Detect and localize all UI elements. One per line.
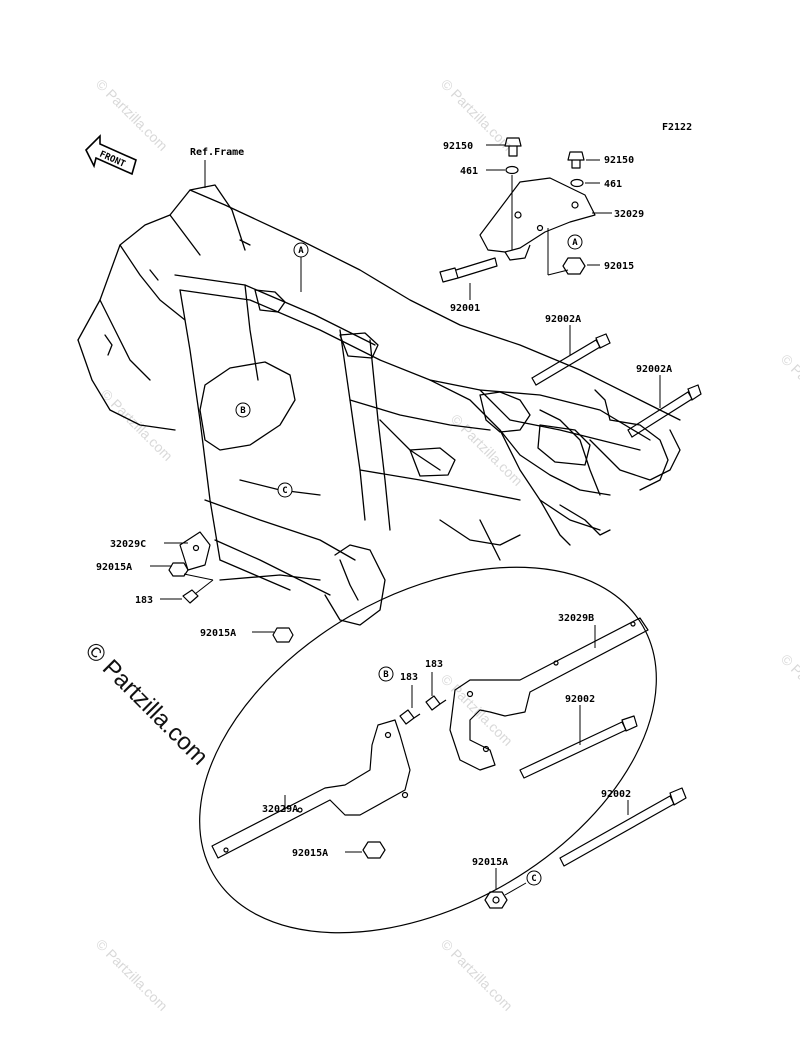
watermark-7: © Partzilla.com [778,651,800,729]
part-32029a: 32029A [262,804,298,815]
callout-c-detail-text: C [531,874,536,884]
callout-c-frame-text: C [282,486,287,496]
part-461-right: 461 [604,179,622,190]
bolts-92002a [531,333,702,438]
callout-b-detail-text: B [383,670,389,680]
part-92002-1: 92002 [565,694,595,705]
part-183-3: 183 [400,672,418,683]
callout-c-frame: C [277,482,293,498]
ref-frame-label: Ref.Frame [190,147,244,158]
part-183-1: 183 [135,595,153,606]
callout-a-bracket: A [567,234,583,250]
detail-b-parts [211,617,649,859]
part-461-left: 461 [460,166,478,177]
upper-bracket-assembly [439,137,596,283]
part-92150-left: 92150 [443,141,473,152]
diagram-code: F2122 [662,122,692,133]
watermark-4: © Partzilla.com [448,411,526,489]
left-bracket-leaders [150,542,274,633]
detail-b-leaders [284,625,596,853]
part-92015: 92015 [604,261,634,272]
watermark-8: © Partzilla.com [93,936,171,1014]
part-183-2: 183 [425,659,443,670]
part-32029c: 32029C [110,539,146,550]
background-watermarks: © Partzilla.com © Partzilla.com © Partzi… [93,76,800,1014]
watermark-3: © Partzilla.com [98,386,176,464]
detail-b-outline [199,566,657,934]
part-92015a-4: 92015A [472,857,508,868]
part-92015a-1: 92015A [96,562,132,573]
atv-frame-drawing [77,184,681,626]
callout-a-bracket-text: A [572,238,578,248]
part-92150-right: 92150 [604,155,634,166]
watermark-9: © Partzilla.com [438,936,516,1014]
callout-a-frame: A [293,242,309,292]
part-92015a-2: 92015A [200,628,236,639]
callout-b-frame-text: B [240,406,246,416]
left-bracket-group [168,531,294,643]
main-watermark: © Partzilla.com [80,637,213,770]
part-32029b: 32029B [558,613,594,624]
part-92002a-1: 92002A [545,314,581,325]
front-arrow-icon: FRONT [85,134,137,176]
watermark-1: © Partzilla.com [93,76,171,154]
bolt-92002-lower [484,787,687,909]
part-92002-2: 92002 [601,789,631,800]
part-92002a-2: 92002A [636,364,672,375]
leader-c-detail [504,882,527,896]
callout-b-detail: B [378,666,394,682]
part-92015a-3: 92015A [292,848,328,859]
watermark-5: © Partzilla.com [778,351,800,429]
upper-bracket-leaders [469,144,612,300]
callout-a-frame-text: A [298,246,304,256]
part-92001: 92001 [450,303,480,314]
callout-c-detail: C [526,870,542,886]
part-32029: 32029 [614,209,644,220]
watermark-6: © Partzilla.com [438,671,516,749]
callout-b-frame: B [235,402,251,418]
